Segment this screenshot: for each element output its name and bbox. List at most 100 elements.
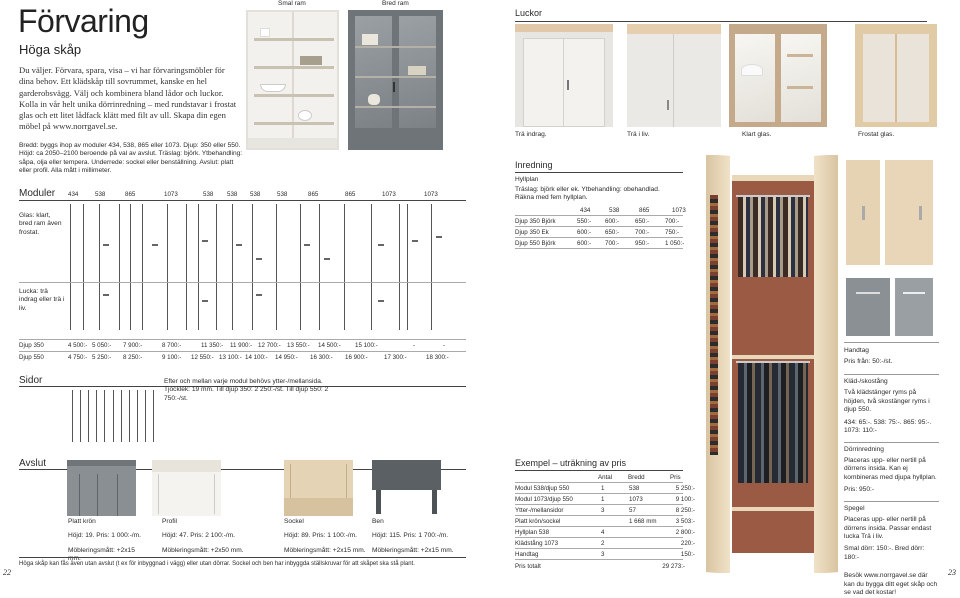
avslut-line2: Möbleringsmått: +2x15 mm. [68,546,135,563]
photo-label-wide: Bred ram [382,0,409,7]
exempel-bredd: 538 [629,485,640,492]
avslut-item-profil: Profil Höjd: 47. Pris: 2 100:-/m. Möbler… [162,518,254,555]
cell: 650:- [635,218,650,225]
total-value: 29 273:- [662,563,685,570]
price-cell: 13 550:- [287,342,310,349]
module-width: 538 [95,191,106,198]
cell: 600:- [605,218,620,225]
col-header: Bredd [628,474,645,481]
price-cell: 4 750:- [68,354,88,361]
exempel-header: Antal Bredd Pris [515,474,690,481]
white-glass-cabinet-photo [246,10,339,150]
page-title: Förvaring [18,3,149,39]
price-cell: 8 250:- [123,354,143,361]
spegel-prices: Smal dörr: 150:-. Bred dörr: 180:- [844,545,925,561]
dorr-heading: Dörrinredning [844,445,884,453]
spegel-text: Placeras upp- eller nertill på dörrens i… [844,516,932,540]
price-cell: 17 300:- [384,354,407,361]
exempel-label: Modul 538/djup 550 [515,485,570,492]
avslut-line1: Höjd: 89. Pris: 1 100:-/m. [284,532,357,540]
exempel-label: Ytter-/mellansidor [515,507,564,514]
dorr-text: Placeras upp- eller nertill på dörrens i… [844,456,937,481]
photo-label-narrow: Smal ram [278,0,306,7]
klad-prices: 434: 65:-. 538: 75:-. 865: 95:-. 1073: 1… [844,418,932,435]
price-cell: 16 300:- [310,354,333,361]
exempel-label: Hyllplan 538 [515,529,550,536]
door-label: Frostat glas. [858,131,895,138]
price-cell: 14 100:- [245,354,268,361]
glas-label: Glas: klart, bred ram även frostat. [19,212,62,236]
exempel-pris: 9 100:- [675,496,695,503]
avslut-name: Sockel [284,518,304,525]
handle-photo-3 [846,278,890,336]
handle-photo-2 [885,160,933,265]
page-number-left: 22 [3,568,11,577]
avslut-line1: Höjd: 47. Pris: 2 100:-/m. [162,532,235,540]
klad-text: Två klädstänger ryms på höjden, två skos… [844,389,930,414]
exempel-antal: 1 [601,485,605,492]
price-cell: 11 350:- [201,342,224,349]
price-cell: - [413,342,416,349]
exempel-antal [601,518,629,525]
cell: 600:- [577,240,592,247]
hyllplan-desc: Träslag: björk eller ek. Ytbehandling: o… [515,186,660,202]
spegel-heading: Spegel [844,504,865,512]
cell: 550:- [577,218,592,225]
avslut-heading: Avslut [19,458,47,469]
door-frosted-glass-photo [855,24,937,127]
avslut-line1: Höjd: 115. Pris: 1 700:-/m. [372,532,449,540]
sockel-photo [284,460,353,516]
module-width: 865 [345,191,356,198]
avslut-name: Profil [162,518,178,525]
handle-photo-4 [895,278,933,336]
price-cell: 14 500:- [318,342,341,349]
price-row-350: Djup 350 4 500:- 5 050:- 7 900:- 8 700:-… [19,342,463,349]
exempel-antal: 4 [601,529,605,536]
cell: 700:- [665,218,680,225]
avslut-item-platt-kron: Platt krön Höjd: 19. Pris: 1 000:-/m. Mö… [68,518,148,564]
luckor-heading: Luckor [515,8,543,18]
row-label: Djup 550 Björk [515,240,556,247]
exempel-bredd [629,540,671,547]
row-label: Djup 350 Ek [515,229,549,236]
exempel-bredd: 57 [629,507,636,514]
module-width: 538 [250,191,261,198]
inredning-heading: Inredning [515,160,553,170]
module-width: 865 [308,191,319,198]
left-page: Förvaring Höga skåp Du väljer. Förvara, … [0,0,480,578]
avslut-line1: Höjd: 19. Pris: 1 000:-/m. [68,532,141,540]
cell: 700:- [635,229,650,236]
exempel-antal: 3 [601,551,605,558]
module-width: 1073 [424,191,438,198]
platt-kron-photo [67,460,136,516]
exempel-pris: 3 503:- [675,518,695,525]
cell: 650:- [605,229,620,236]
price-cell: 14 950:- [275,354,298,361]
module-width: 1073 [164,191,178,198]
handtag-heading: Handtag [844,347,869,354]
exempel-pris: 2 800:- [675,529,695,536]
col-header: Antal [598,474,613,481]
ben-photo [372,460,441,516]
module-width: 434 [68,191,79,198]
price-cell: 15 100:- [355,342,378,349]
hyllplan-header: 434 538 865 1073 [515,207,692,214]
price-cell: 16 900:- [345,354,368,361]
sidor-heading: Sidor [19,375,43,386]
module-width: 538 [227,191,238,198]
door-wood-flush-photo [627,24,721,127]
page-number-right: 23 [948,568,956,577]
exempel-row: Hyllplan 538 4 2 800:- [515,529,695,536]
price-label: Djup 350 [19,342,44,349]
exempel-label: Modul 1073/djup 550 [515,496,573,503]
avslut-name: Ben [372,518,384,525]
avslut-line2: Möbleringsmått: +2x50 mm. [162,546,244,554]
door-wood-inset-photo [515,24,613,127]
price-cell: 9 100:- [162,354,182,361]
avslut-item-sockel: Sockel Höjd: 89. Pris: 1 100:-/m. Möbler… [284,518,374,555]
exempel-bredd: 1073 [629,496,643,503]
cell: 1 050:- [665,240,685,247]
avslut-item-ben: Ben Höjd: 115. Pris: 1 700:-/m. Möblerin… [372,518,470,555]
